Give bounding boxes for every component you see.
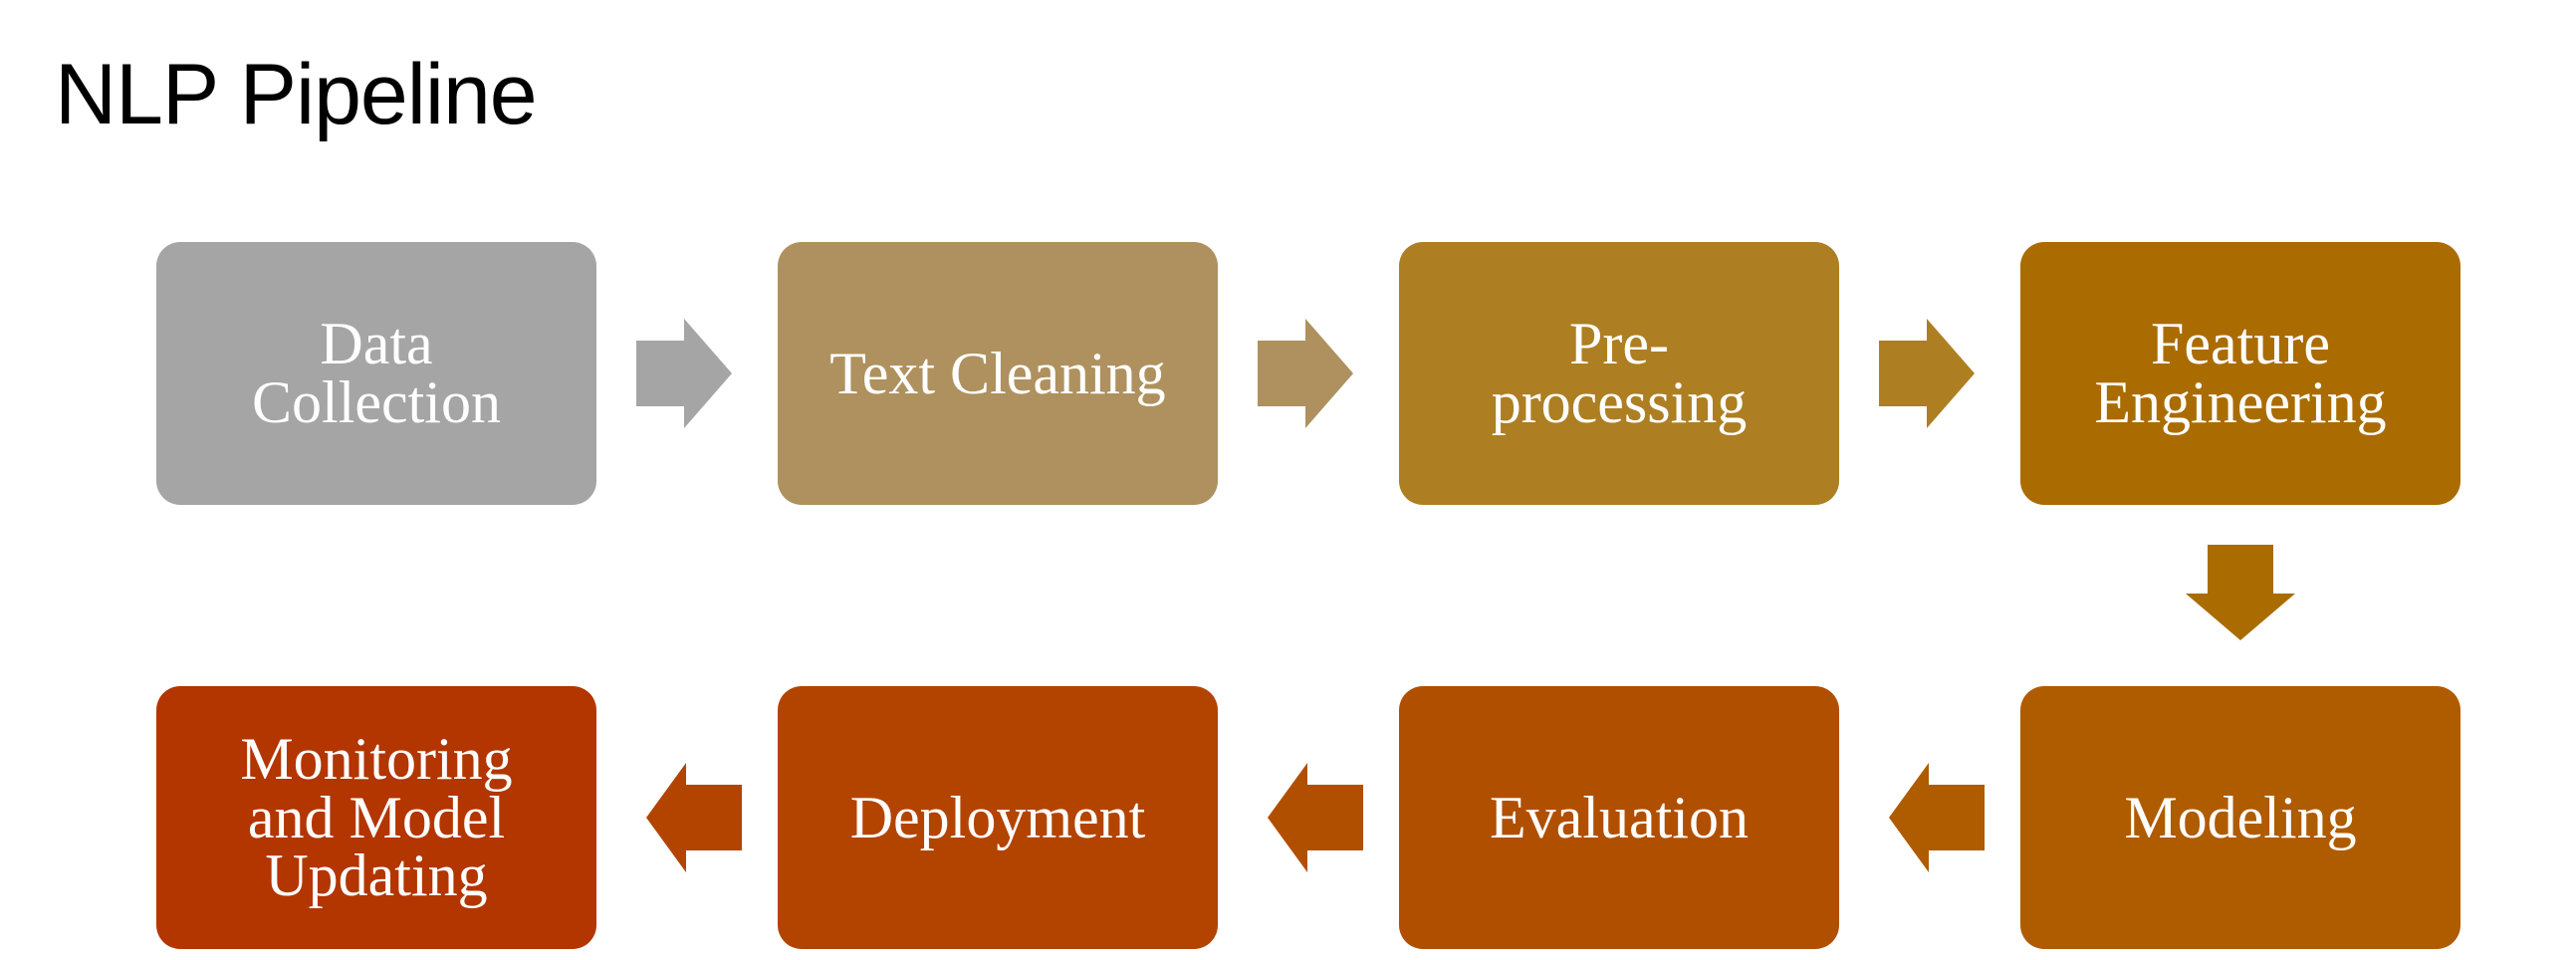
page-title: NLP Pipeline [55, 47, 538, 142]
step-label: Data Collection [252, 311, 501, 435]
step-label: Feature Engineering [2094, 311, 2387, 435]
step-modeling: Modeling [2020, 686, 2460, 949]
step-preprocessing: Pre- processing [1399, 242, 1839, 505]
step-monitoring-and-model-updating: Monitoring and Model Updating [156, 686, 596, 949]
step-deployment: Deployment [778, 686, 1218, 949]
step-label: Deployment [849, 784, 1146, 850]
arrow-right-icon [1258, 319, 1353, 428]
step-label: Pre- processing [1491, 311, 1748, 435]
step-evaluation: Evaluation [1399, 686, 1839, 949]
arrow-left-icon [1889, 763, 1985, 872]
arrow-left-icon [646, 763, 742, 872]
arrow-left-icon [1268, 763, 1363, 872]
step-label: Text Cleaning [829, 340, 1166, 406]
step-data-collection: Data Collection [156, 242, 596, 505]
step-label: Evaluation [1490, 784, 1749, 850]
arrow-down-icon [2186, 545, 2295, 640]
step-label: Modeling [2124, 784, 2357, 850]
arrow-right-icon [636, 319, 732, 428]
arrow-right-icon [1879, 319, 1975, 428]
step-feature-engineering: Feature Engineering [2020, 242, 2460, 505]
step-label: Monitoring and Model Updating [240, 725, 513, 909]
step-text-cleaning: Text Cleaning [778, 242, 1218, 505]
